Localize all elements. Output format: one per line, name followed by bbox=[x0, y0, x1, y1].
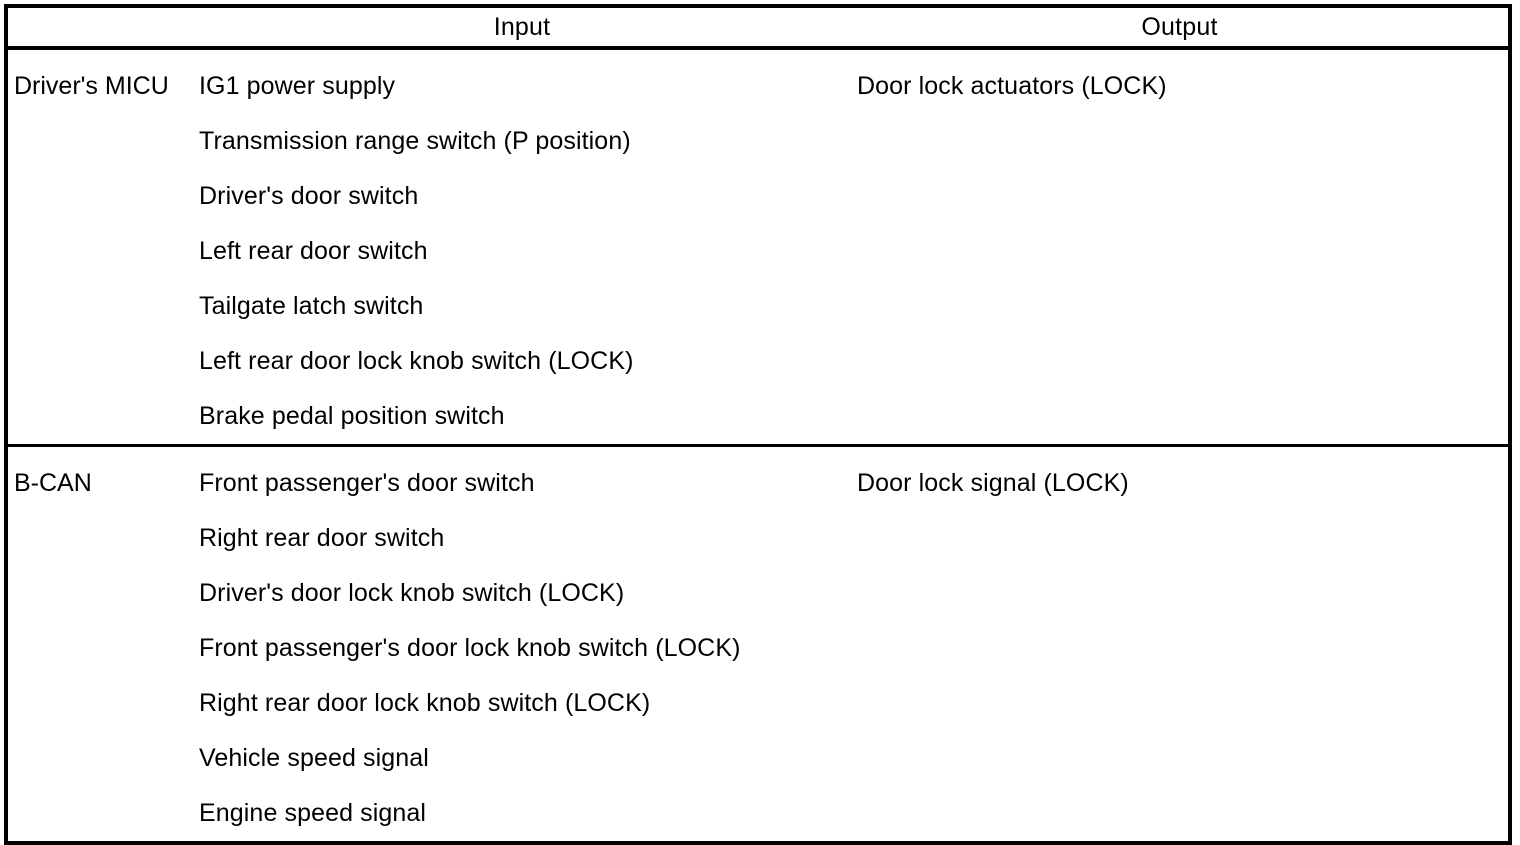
list-item: IG1 power supply bbox=[199, 72, 396, 100]
cell-output-b-can: Door lock signal (LOCK) bbox=[851, 445, 1510, 843]
input-list-b-can: Front passenger's door switch Right rear… bbox=[199, 456, 851, 841]
header-label-output: Output bbox=[1141, 13, 1218, 41]
list-item: Engine speed signal bbox=[199, 799, 427, 827]
table-header-row: Input Output bbox=[6, 6, 1510, 50]
table-row-drivers-micu: Driver's MICU IG1 power supply Transmiss… bbox=[6, 48, 1510, 447]
header-cell-output: Output bbox=[851, 6, 1510, 50]
list-item: Transmission range switch (P position) bbox=[199, 127, 631, 155]
list-item: Driver's door switch bbox=[199, 182, 419, 210]
document-page: Input Output Driver's MICU IG1 power sup… bbox=[4, 4, 1512, 845]
list-item: Right rear door switch bbox=[199, 524, 445, 552]
list-item: Door lock signal (LOCK) bbox=[857, 469, 1129, 497]
table-row-b-can: B-CAN Front passenger's door switch Righ… bbox=[6, 445, 1510, 843]
list-item: Left rear door lock knob switch (LOCK) bbox=[199, 347, 634, 375]
list-item: Brake pedal position switch bbox=[199, 402, 505, 430]
system-label: Driver's MICU bbox=[14, 72, 169, 100]
list-item: Right rear door lock knob switch (LOCK) bbox=[199, 689, 651, 717]
header-label-input: Input bbox=[493, 13, 551, 41]
output-list-b-can: Door lock signal (LOCK) bbox=[857, 456, 1508, 511]
output-list-drivers-micu: Door lock actuators (LOCK) bbox=[857, 59, 1508, 114]
list-item: Driver's door lock knob switch (LOCK) bbox=[199, 579, 625, 607]
system-label: B-CAN bbox=[14, 469, 92, 497]
cell-input-drivers-micu: IG1 power supply Transmission range swit… bbox=[193, 48, 851, 447]
header-cell-input: Input bbox=[193, 6, 851, 50]
list-item: Tailgate latch switch bbox=[199, 292, 424, 320]
cell-output-drivers-micu: Door lock actuators (LOCK) bbox=[851, 48, 1510, 447]
list-item: Vehicle speed signal bbox=[199, 744, 429, 772]
cell-system-drivers-micu: Driver's MICU bbox=[6, 48, 193, 447]
list-item: Front passenger's door switch bbox=[199, 469, 535, 497]
header-cell-system bbox=[6, 6, 193, 50]
list-item: Door lock actuators (LOCK) bbox=[857, 72, 1167, 100]
cell-input-b-can: Front passenger's door switch Right rear… bbox=[193, 445, 851, 843]
list-item: Front passenger's door lock knob switch … bbox=[199, 634, 741, 662]
input-list-drivers-micu: IG1 power supply Transmission range swit… bbox=[199, 59, 851, 444]
list-item: Left rear door switch bbox=[199, 237, 428, 265]
input-output-spec-table: Input Output Driver's MICU IG1 power sup… bbox=[4, 4, 1512, 845]
cell-system-b-can: B-CAN bbox=[6, 445, 193, 843]
